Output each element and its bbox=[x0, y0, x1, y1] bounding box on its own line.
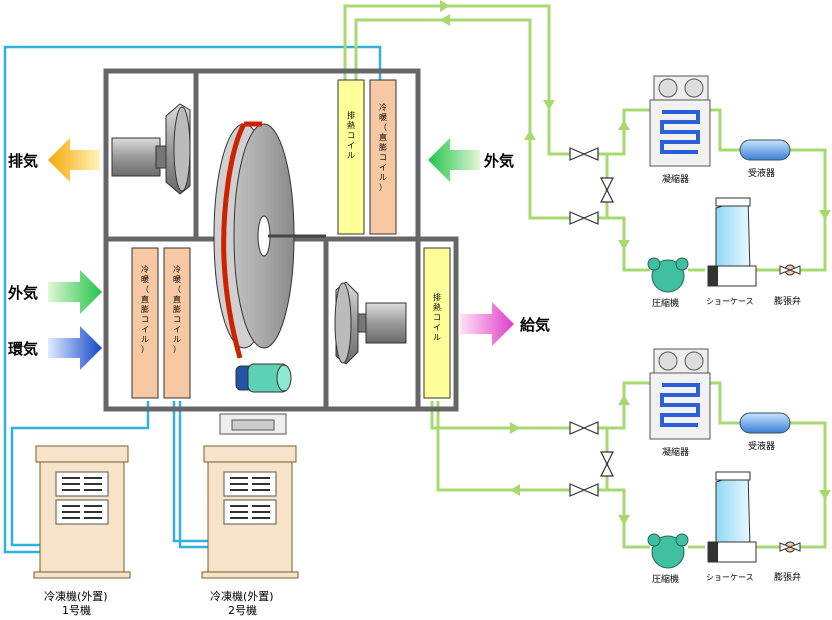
blue-pipes bbox=[3, 45, 382, 554]
supply-air-arrow bbox=[460, 302, 514, 346]
receiver-top-label: 受液器 bbox=[748, 167, 775, 179]
chiller1-label-line1: 冷凍機(外置) bbox=[44, 589, 108, 603]
showcase-top bbox=[707, 197, 757, 287]
supply-air-label: 給気 bbox=[520, 316, 550, 334]
gate-valves bbox=[569, 147, 614, 497]
showcase-top-label: ショーケース bbox=[706, 297, 754, 306]
expansion-valve-bottom-label: 膨張弁 bbox=[774, 571, 801, 583]
receiver-bottom-label: 受液器 bbox=[748, 440, 775, 452]
outside-air-arrow-left bbox=[48, 270, 102, 314]
outside-air-right-label: 外気 bbox=[483, 152, 514, 170]
showcase-bottom-label: ショーケース bbox=[706, 573, 754, 582]
lower-exhaust-coil bbox=[423, 247, 451, 399]
chiller1-label-line2: 1号機 bbox=[62, 603, 91, 617]
receiver-bottom bbox=[739, 412, 791, 434]
coil-label-lower-exhaust: 排熱コイル bbox=[433, 292, 441, 342]
showcase-bottom bbox=[707, 471, 757, 563]
flow-arrows bbox=[440, 0, 831, 525]
chiller-unit-2 bbox=[201, 413, 299, 579]
supply-fan bbox=[334, 281, 407, 365]
coil-label-upper-exhaust: 排熱コイル bbox=[347, 110, 355, 160]
expansion-valve-bottom bbox=[779, 541, 801, 553]
chiller-unit-1 bbox=[33, 445, 131, 579]
compressor-top bbox=[647, 257, 689, 293]
lower-cooling-coil-1 bbox=[131, 247, 159, 399]
upper-exhaust-coil bbox=[337, 79, 365, 235]
expansion-valve-top bbox=[779, 264, 801, 276]
chiller2-label-line1: 冷凍機(外置) bbox=[210, 589, 274, 603]
lower-cooling-coil-2 bbox=[163, 247, 191, 399]
condenser-top-label: 凝縮器 bbox=[662, 173, 689, 185]
expansion-valve-top-label: 膨張弁 bbox=[774, 295, 801, 307]
compressor-bottom bbox=[647, 533, 689, 569]
upper-cooling-coil bbox=[369, 79, 397, 235]
chiller2-label-line2: 2号機 bbox=[228, 603, 257, 617]
condenser-bottom bbox=[649, 348, 711, 440]
condenser-top bbox=[649, 75, 711, 167]
exhaust-fan bbox=[111, 103, 191, 195]
compressor-top-label: 圧縮機 bbox=[652, 297, 679, 309]
coil-label-upper-cooling: 冷暖（直膨コイル） bbox=[379, 102, 387, 192]
coil-label-lower-cooling-1: 冷暖（直膨コイル） bbox=[141, 264, 149, 354]
compressor-bottom-label: 圧縮機 bbox=[652, 573, 679, 585]
outside-air-left-label: 外気 bbox=[7, 284, 38, 302]
coil-label-lower-cooling-2: 冷暖（直膨コイル） bbox=[173, 264, 181, 354]
desiccant-wheel bbox=[213, 121, 326, 393]
return-air-label: 環気 bbox=[8, 340, 38, 358]
condenser-bottom-label: 凝縮器 bbox=[662, 446, 689, 458]
exhaust-left-label: 排気 bbox=[8, 152, 38, 170]
return-air-arrow bbox=[48, 326, 102, 370]
exhaust-arrow bbox=[48, 138, 100, 182]
receiver-top bbox=[739, 139, 791, 161]
outside-air-arrow-right bbox=[428, 138, 480, 182]
